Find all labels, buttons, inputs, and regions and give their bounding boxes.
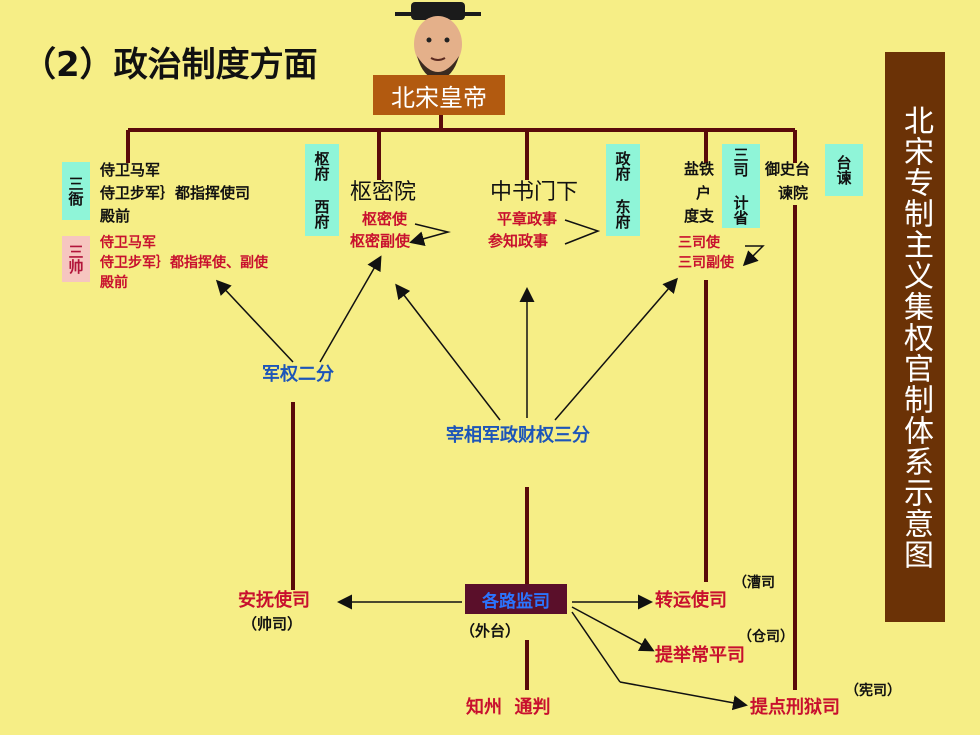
- sanya-line-2: 侍卫步军｝都指挥使司: [100, 184, 251, 202]
- sansi-line-3: 度支: [684, 207, 715, 225]
- shumi-sub-2: 枢密副使: [350, 232, 411, 250]
- sansi-box: 三司 计省: [722, 144, 760, 228]
- zhongshu-sub-1: 平章政事: [497, 210, 558, 228]
- anfu-note: （帅司）: [242, 615, 303, 633]
- side-title-panel: 北宋专制主义集权官制体系示意图: [885, 52, 945, 622]
- taijian-line-1: 御史台: [765, 160, 811, 178]
- taijian-line-2: 谏院: [778, 184, 809, 202]
- zhongshu-sub-2: 参知政事: [488, 232, 549, 250]
- route-jiansi-box: 各路监司: [465, 584, 567, 614]
- arrow-sansi-mutual: [742, 245, 765, 267]
- zhizhou-tongpan-label: 知州 通判: [466, 697, 551, 718]
- tidian-label: 提点刑狱司: [750, 697, 840, 718]
- arrow-to-tidian-2: [619, 681, 748, 711]
- arrow-three-right: [554, 277, 678, 421]
- sansi-line-2: 户: [696, 184, 712, 202]
- sanya-line-1: 侍卫马军: [100, 161, 161, 179]
- arrow-to-tiju: [571, 606, 655, 652]
- tiju-label: 提举常平司: [655, 645, 745, 666]
- arrow-three-left: [395, 283, 501, 421]
- zhengfu-box: 政府 东府: [606, 144, 640, 236]
- page-title: （2）政治制度方面: [22, 45, 318, 85]
- sanya-label-box: 三衙: [62, 162, 90, 220]
- sansi-line-1: 盐铁: [684, 160, 715, 178]
- zhongshu-name: 中书门下: [490, 180, 579, 205]
- three-split-label: 宰相军政财权三分: [446, 425, 590, 446]
- zhuanyun-note: （漕司: [733, 575, 775, 591]
- sanya-line-3: 殿前: [100, 207, 131, 225]
- arrow-to-tidian: [571, 611, 621, 683]
- sanshuai-line-3: 殿前: [100, 275, 128, 291]
- sanshuai-line-1: 侍卫马军: [100, 235, 156, 251]
- sansi-sub-1: 三司使: [678, 235, 720, 251]
- shumi-sub-1: 枢密使: [362, 210, 408, 228]
- sanshuai-line-2: 侍卫步军｝都指挥使、副使: [100, 255, 268, 271]
- tiju-note: （仓司）: [738, 629, 794, 645]
- anfu-label: 安抚使司: [238, 590, 310, 611]
- taijian-box: 台谏: [825, 144, 863, 196]
- sansi-sub-2: 三司副使: [678, 255, 734, 271]
- tidian-note: （宪司）: [845, 683, 901, 699]
- arrow-mil-left: [215, 279, 294, 363]
- military-split-label: 军权二分: [262, 364, 334, 385]
- emperor-portrait-icon: [395, 2, 481, 80]
- zhuanyun-label: 转运使司: [655, 590, 727, 611]
- arrow-zhongshu-mutual: [564, 219, 601, 245]
- emperor-box: 北宋皇帝: [373, 75, 505, 115]
- sanshuai-label-box: 三帅: [62, 236, 90, 282]
- shumi-name: 枢密院: [350, 180, 417, 205]
- arrow-mil-right: [319, 255, 382, 363]
- route-note: （外台）: [460, 622, 521, 640]
- shufu-box: 枢府 西府: [305, 144, 339, 236]
- arrow-shumi-mutual: [409, 223, 451, 247]
